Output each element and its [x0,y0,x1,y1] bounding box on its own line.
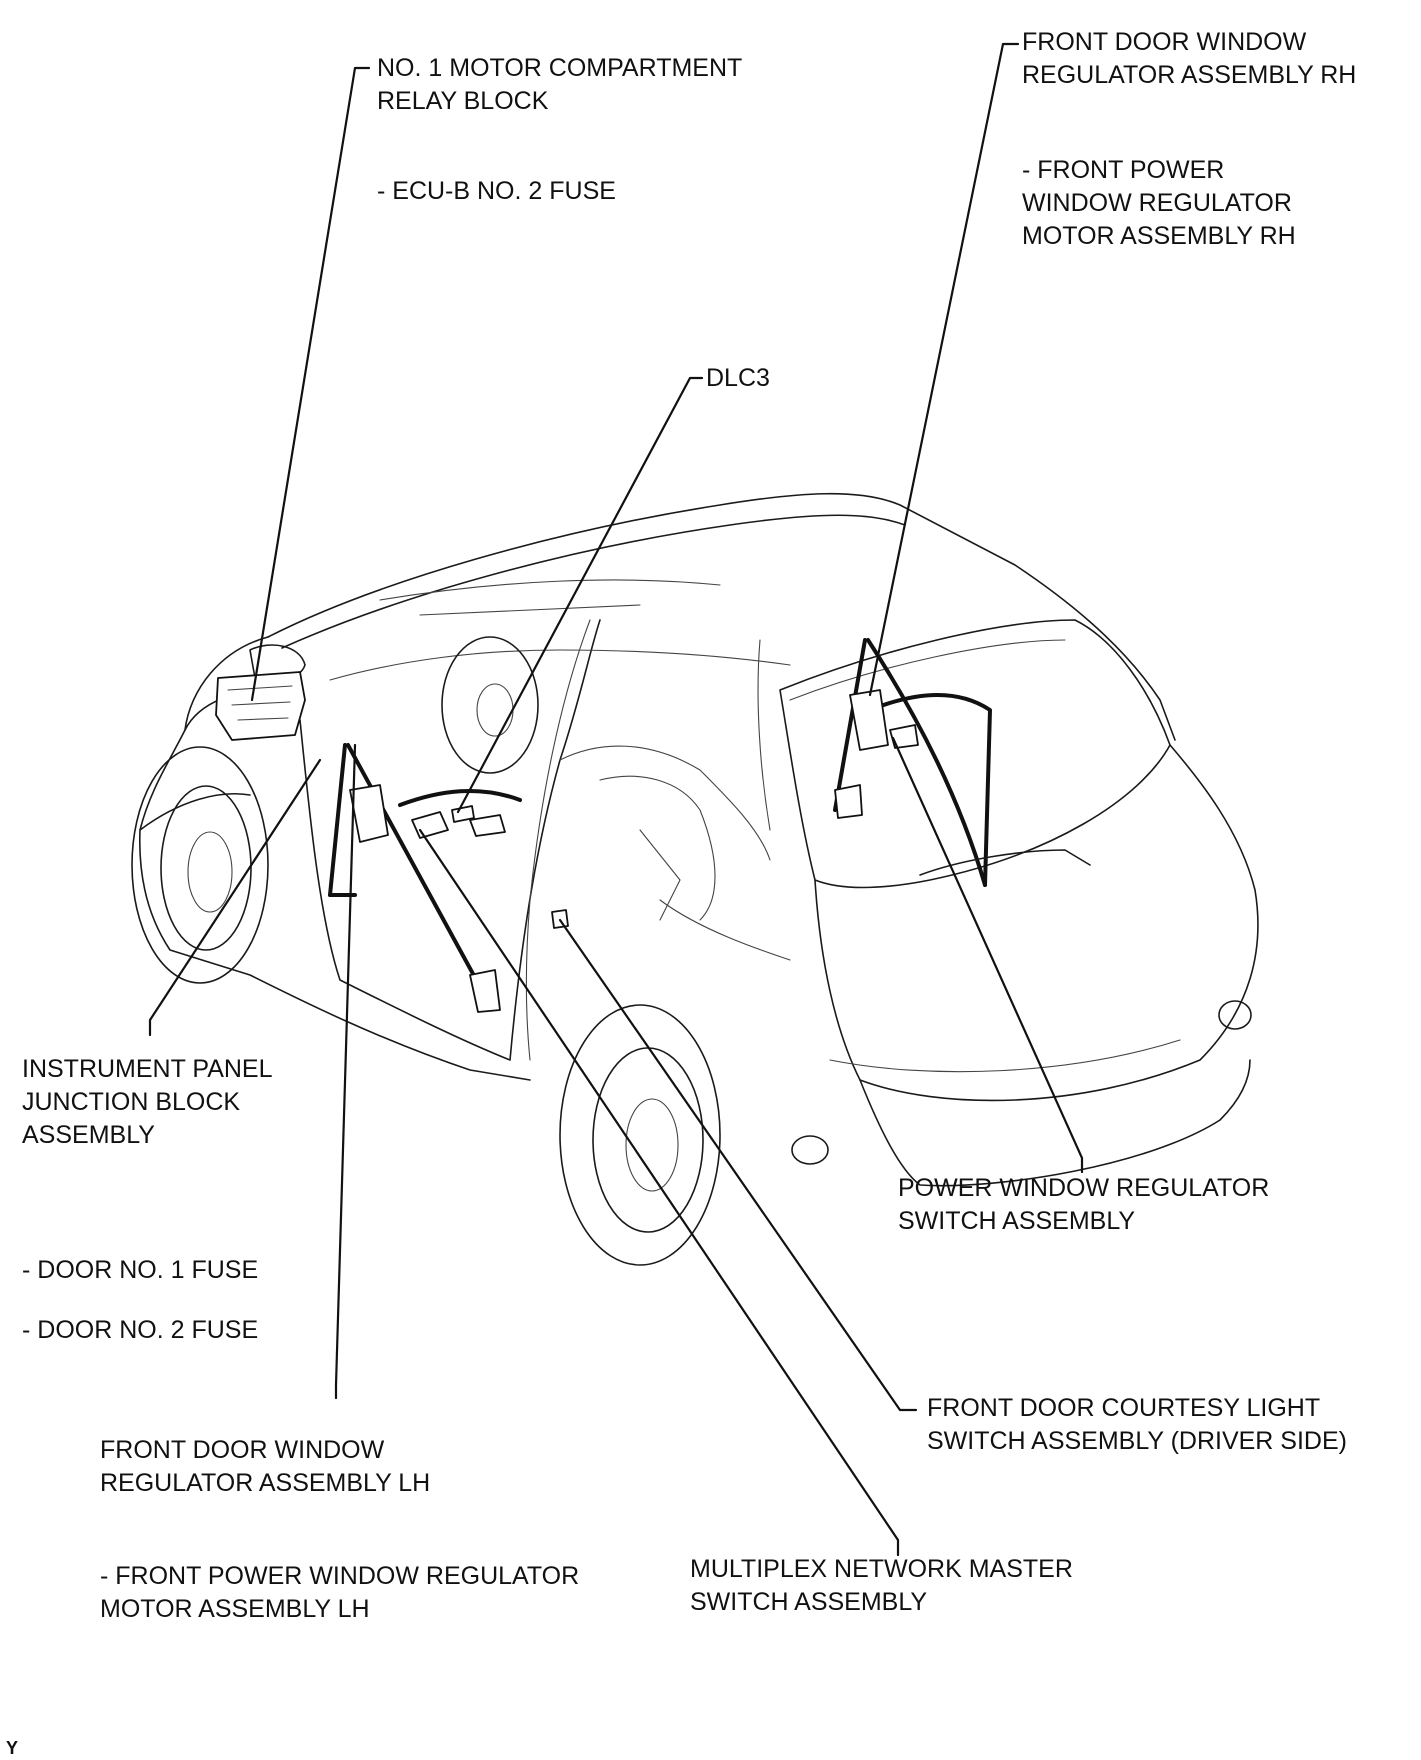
corner-mark: Y [6,1738,19,1758]
leader-relay-block [250,66,371,702]
label-relay-block-line2: RELAY BLOCK [377,87,549,115]
label-master-switch-line2: SWITCH ASSEMBLY [690,1588,928,1616]
label-motor-lh-line2: MOTOR ASSEMBLY LH [100,1595,370,1623]
label-junction-block-line1: INSTRUMENT PANEL [22,1055,273,1083]
label-master-switch: MULTIPLEX NETWORK MASTER SWITCH ASSEMBLY [690,1553,1073,1619]
label-door-fuse-2-text: - DOOR NO. 2 FUSE [22,1316,259,1344]
label-motor-lh: - FRONT POWER WINDOW REGULATOR MOTOR ASS… [100,1560,579,1626]
label-regulator-rh-line1: FRONT DOOR WINDOW [1022,28,1307,56]
label-regulator-rh: FRONT DOOR WINDOW REGULATOR ASSEMBLY RH [1022,26,1356,92]
label-motor-rh-line1: - FRONT POWER [1022,156,1225,184]
label-door-fuse-1-text: - DOOR NO. 1 FUSE [22,1256,259,1284]
label-courtesy-switch-line1: FRONT DOOR COURTESY LIGHT [927,1394,1321,1422]
label-courtesy-switch-line2: SWITCH ASSEMBLY (DRIVER SIDE) [927,1427,1347,1455]
label-relay-block: NO. 1 MOTOR COMPARTMENT RELAY BLOCK [377,52,742,118]
label-motor-rh-line2: WINDOW REGULATOR [1022,189,1292,217]
leader-master-switch [418,828,900,1557]
label-junction-block: INSTRUMENT PANEL JUNCTION BLOCK ASSEMBLY [22,1053,273,1152]
label-motor-rh: - FRONT POWER WINDOW REGULATOR MOTOR ASS… [1022,154,1296,253]
regulator-rh-part [833,638,992,887]
label-regulator-lh-line1: FRONT DOOR WINDOW [100,1436,385,1464]
label-regulator-rh-line2: REGULATOR ASSEMBLY RH [1022,61,1357,89]
dlc3-part [451,805,475,823]
label-door-fuse-2: - DOOR NO. 2 FUSE [22,1314,258,1347]
label-courtesy-switch: FRONT DOOR COURTESY LIGHT SWITCH ASSEMBL… [927,1392,1347,1458]
leader-regulator-lh [334,743,357,1400]
label-regulator-lh: FRONT DOOR WINDOW REGULATOR ASSEMBLY LH [100,1434,430,1500]
label-door-fuse-1: - DOOR NO. 1 FUSE [22,1254,258,1287]
label-regulator-switch: POWER WINDOW REGULATOR SWITCH ASSEMBLY [898,1172,1269,1238]
regulator-lh-part [328,743,501,1013]
label-regulator-switch-line1: POWER WINDOW REGULATOR [898,1174,1270,1202]
label-ecu-fuse: - ECU-B NO. 2 FUSE [377,175,616,208]
label-master-switch-line1: MULTIPLEX NETWORK MASTER [690,1555,1073,1583]
label-motor-rh-line3: MOTOR ASSEMBLY RH [1022,222,1296,250]
label-motor-lh-line1: - FRONT POWER WINDOW REGULATOR [100,1562,580,1590]
label-ecu-fuse-text: - ECU-B NO. 2 FUSE [377,177,616,205]
leader-courtesy-switch [558,918,918,1412]
leader-regulator-switch [891,736,1084,1174]
leader-dlc3 [456,376,704,814]
car-body-outline [131,492,1259,1266]
label-regulator-switch-line2: SWITCH ASSEMBLY [898,1207,1136,1235]
label-dlc3-text: DLC3 [706,364,770,392]
leader-junction-block [148,758,322,1037]
label-relay-block-line1: NO. 1 MOTOR COMPARTMENT [377,54,743,82]
label-dlc3: DLC3 [706,362,770,395]
label-regulator-lh-line2: REGULATOR ASSEMBLY LH [100,1469,431,1497]
rear-trim-bar [919,849,1091,876]
leader-regulator-rh [868,42,1020,697]
relay-block-part [215,671,306,741]
leader-lines [148,42,1084,1557]
label-junction-block-line2: JUNCTION BLOCK [22,1088,241,1116]
label-junction-block-line3: ASSEMBLY [22,1121,155,1149]
